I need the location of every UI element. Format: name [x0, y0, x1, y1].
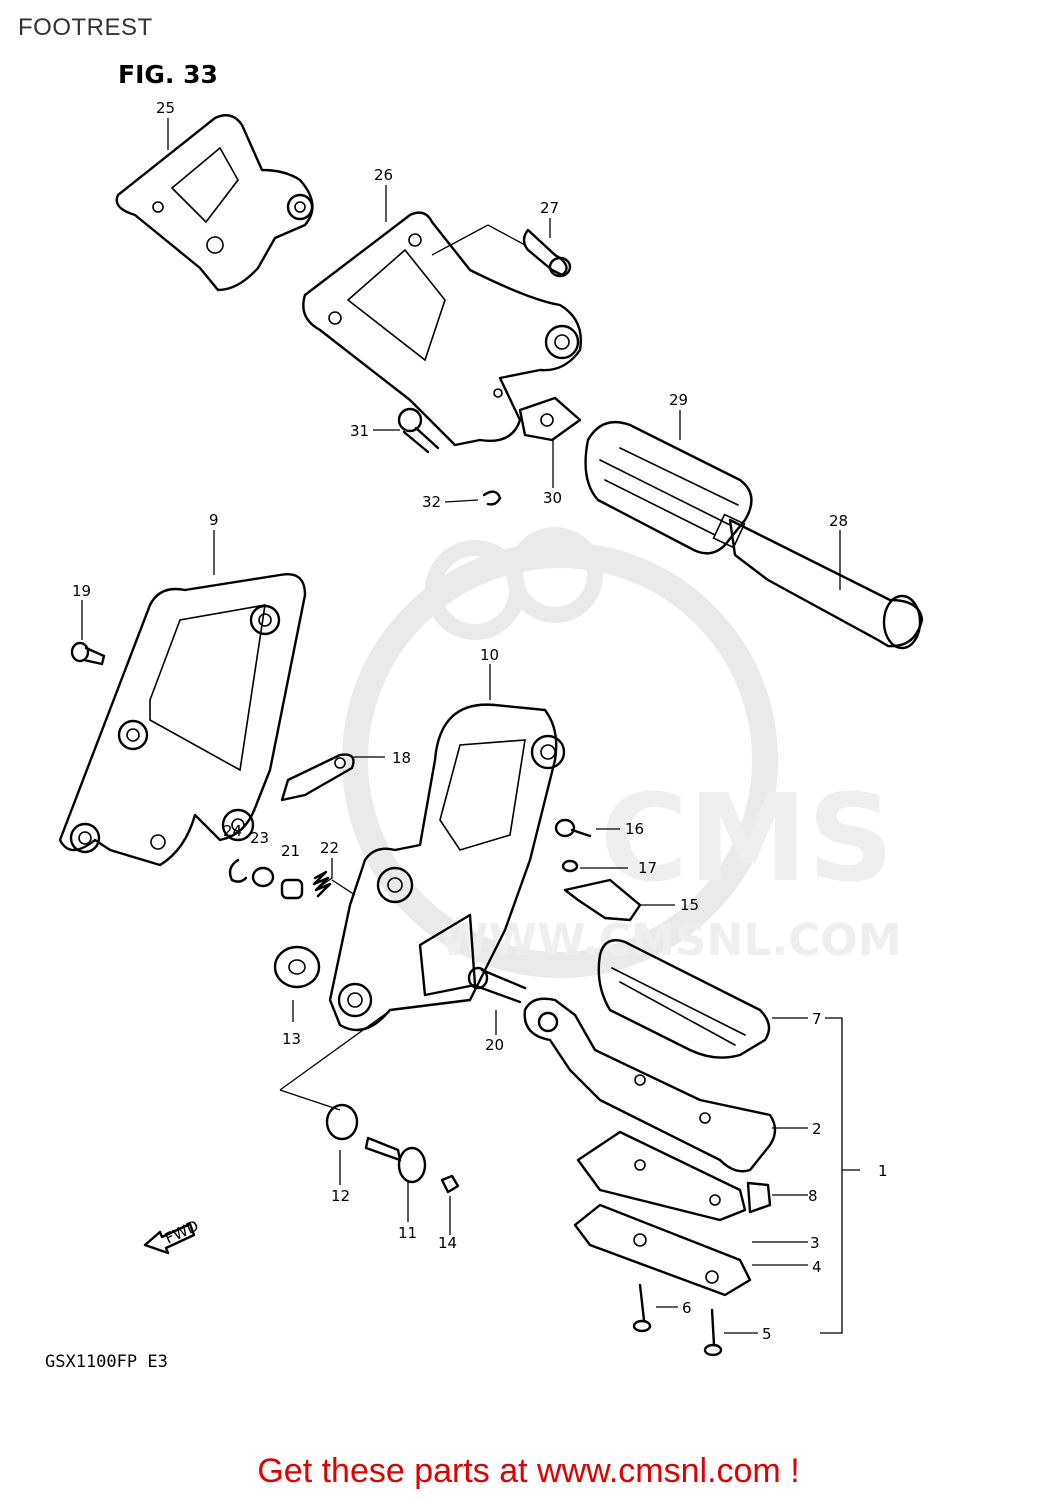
- figure-number: FIG. 33: [118, 60, 218, 89]
- callout-27: 27: [540, 199, 559, 217]
- callout-10: 10: [480, 646, 499, 664]
- callout-15: 15: [680, 896, 699, 914]
- callout-17: 17: [638, 859, 657, 877]
- callout-30: 30: [543, 489, 562, 507]
- callout-29: 29: [669, 391, 688, 409]
- screw-6: [632, 1283, 652, 1333]
- bushing-21: [280, 878, 304, 900]
- bolt-16: [554, 818, 592, 838]
- switch-15: [563, 878, 642, 922]
- svg-text:CMS: CMS: [600, 770, 894, 909]
- callout-31: 31: [350, 422, 369, 440]
- callout-6: 6: [682, 1299, 692, 1317]
- callout-labels: 25 26 27 29 31 32 30 28 9 19 10 18 16 24…: [72, 99, 888, 1343]
- collar-13: [273, 945, 321, 989]
- bracket-18: [280, 753, 355, 802]
- page-title: FOOTREST: [18, 14, 153, 41]
- callout-3: 3: [810, 1234, 820, 1252]
- callout-9: 9: [209, 511, 219, 529]
- footpeg-28: [712, 513, 924, 650]
- callout-1: 1: [878, 1162, 888, 1180]
- callout-25: 25: [156, 99, 175, 117]
- bracket-26: [302, 211, 582, 447]
- callout-24: 24: [223, 822, 242, 840]
- callout-5: 5: [762, 1325, 772, 1343]
- pin-31: [397, 407, 440, 454]
- footrest-plate-9: [58, 573, 307, 867]
- callout-7: 7: [812, 1010, 822, 1028]
- footpeg-rubber-29: [584, 420, 753, 555]
- bolt-8: [746, 1181, 772, 1214]
- nut-14: [440, 1174, 460, 1194]
- callout-2: 2: [812, 1120, 822, 1138]
- callout-21: 21: [281, 842, 300, 860]
- leader-lines: [81, 118, 860, 1334]
- callout-32: 32: [422, 493, 441, 511]
- washer-23: [251, 866, 275, 888]
- callout-22: 22: [320, 839, 339, 857]
- washer-17: [561, 859, 579, 873]
- bolt-27: [522, 228, 572, 278]
- model-code: GSX1100FP E3: [45, 1352, 168, 1372]
- get-parts-link[interactable]: Get these parts at www.cmsnl.com !: [257, 1452, 800, 1490]
- footrest-rubber-7: [597, 938, 771, 1059]
- footrest-2: [523, 997, 777, 1173]
- plate-30: [518, 396, 582, 442]
- screw-5: [703, 1308, 723, 1357]
- callout-14: 14: [438, 1234, 457, 1252]
- plate-3: [576, 1130, 747, 1222]
- washer-12: [325, 1103, 359, 1141]
- callout-28: 28: [829, 512, 848, 530]
- callout-8: 8: [808, 1187, 818, 1205]
- circlip-24: [228, 858, 248, 883]
- callout-4: 4: [812, 1258, 822, 1276]
- forward-arrow-icon: FWD: [143, 1217, 201, 1255]
- spring-22: [312, 870, 332, 898]
- pin-20: [467, 966, 527, 1004]
- bolt-11: [364, 1136, 427, 1184]
- callout-19: 19: [72, 582, 91, 600]
- callout-16: 16: [625, 820, 644, 838]
- plate-4: [573, 1203, 752, 1297]
- callout-20: 20: [485, 1036, 504, 1054]
- svg-text:WWW.CMSNL.COM: WWW.CMSNL.COM: [440, 915, 902, 966]
- callout-11: 11: [398, 1224, 417, 1242]
- cms-watermark-logo: CMS WWW.CMSNL.COM: [342, 527, 902, 978]
- callout-18: 18: [392, 749, 411, 767]
- callout-12: 12: [331, 1187, 350, 1205]
- callout-26: 26: [374, 166, 393, 184]
- callout-13: 13: [282, 1030, 301, 1048]
- bolt-19: [70, 641, 106, 666]
- footrest-holder-10: [328, 703, 566, 1032]
- callout-23: 23: [250, 829, 269, 847]
- clip-32: [482, 490, 502, 506]
- bracket-25: [115, 114, 314, 292]
- forward-label: FWD: [162, 1217, 201, 1248]
